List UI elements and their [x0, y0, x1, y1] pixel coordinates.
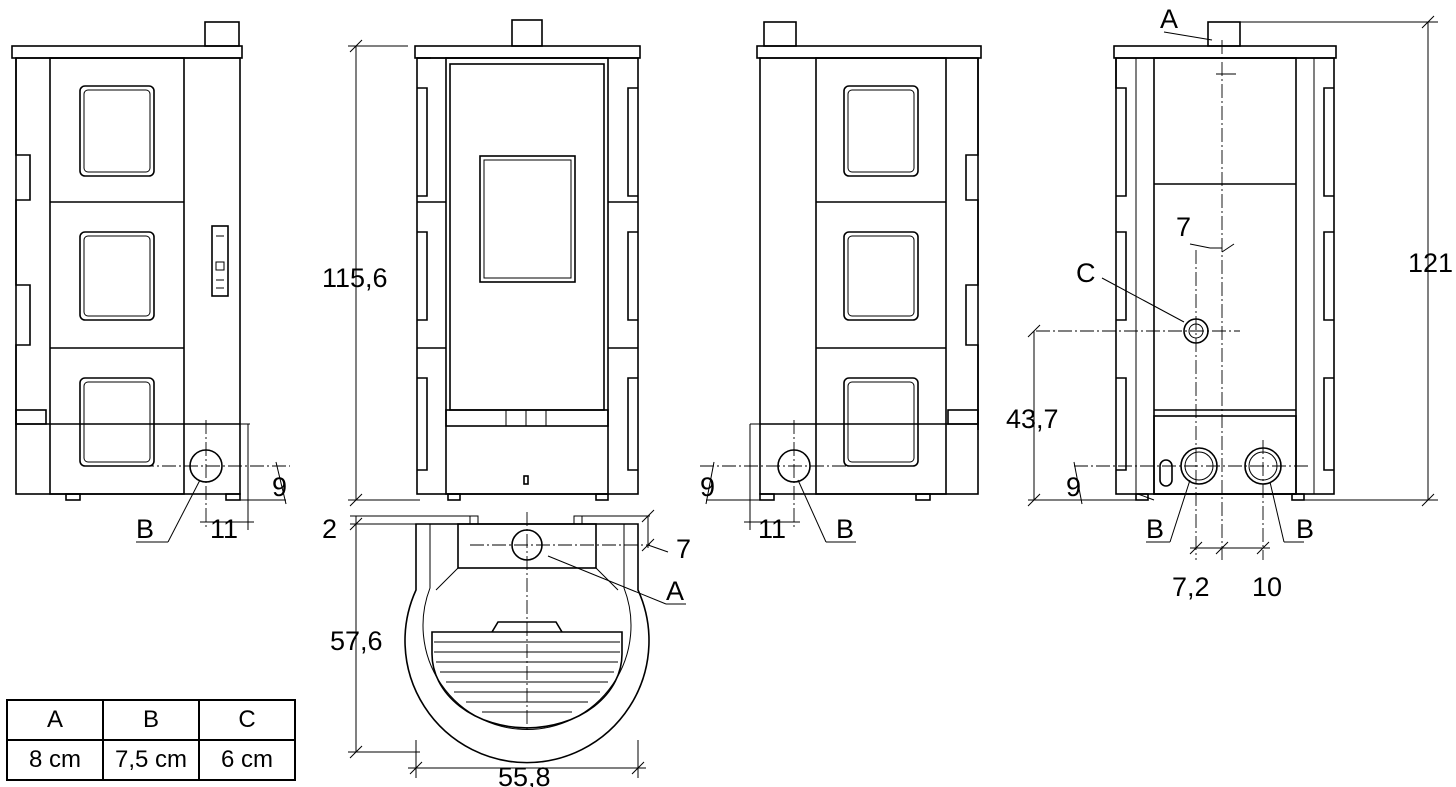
- right-side-view: 9 11 B: [700, 21, 982, 544]
- rear-c-offset-dimension: 7: [1176, 212, 1191, 242]
- left-b-height-dimension: 9: [272, 472, 287, 502]
- legend-header-c: C: [198, 699, 296, 741]
- right-b-label: B: [836, 514, 854, 544]
- legend-header-row: A B C: [6, 699, 296, 741]
- legend-value-c: 6 cm: [198, 739, 296, 781]
- rear-c-height-dimension: 43,7: [1006, 404, 1059, 434]
- legend-header-b: B: [102, 699, 200, 741]
- legend-header-a: A: [6, 699, 104, 741]
- legend-value-row: 8 cm 7,5 cm 6 cm: [6, 739, 296, 781]
- top-a-label: A: [666, 576, 684, 606]
- top-a-depth-dimension: 7: [676, 534, 691, 564]
- top-back-offset-dimension: 2: [322, 514, 337, 544]
- right-b-offset-dimension: 11: [758, 514, 786, 544]
- top-width-dimension: 55,8: [498, 762, 551, 787]
- rear-total-height-dimension: 121: [1408, 248, 1453, 278]
- rear-b-left-label: B: [1146, 514, 1164, 544]
- rear-view: A 121 7 C 43,7 9 B B 7,2 10: [1006, 4, 1453, 602]
- right-b-height-dimension: 9: [700, 472, 715, 502]
- rear-a-label: A: [1160, 4, 1178, 34]
- top-view: 2 7 A 57,6 55,8: [322, 509, 691, 787]
- left-b-offset-dimension: 11: [210, 514, 238, 544]
- rear-b-height-dimension: 9: [1066, 472, 1081, 502]
- front-view: 115,6: [322, 19, 641, 507]
- front-height-dimension: 115,6: [322, 263, 388, 293]
- left-side-view: B 9 11: [11, 21, 290, 544]
- top-depth-dimension: 57,6: [330, 626, 383, 656]
- rear-b-left-offset-dimension: 7,2: [1172, 572, 1210, 602]
- rear-b-right-label: B: [1296, 514, 1314, 544]
- rear-c-label: C: [1076, 258, 1096, 288]
- rear-b-right-offset-dimension: 10: [1252, 572, 1282, 602]
- left-b-label: B: [136, 514, 154, 544]
- legend-value-b: 7,5 cm: [102, 739, 200, 781]
- diameter-legend-table: A B C 8 cm 7,5 cm 6 cm: [6, 699, 296, 781]
- legend-value-a: 8 cm: [6, 739, 104, 781]
